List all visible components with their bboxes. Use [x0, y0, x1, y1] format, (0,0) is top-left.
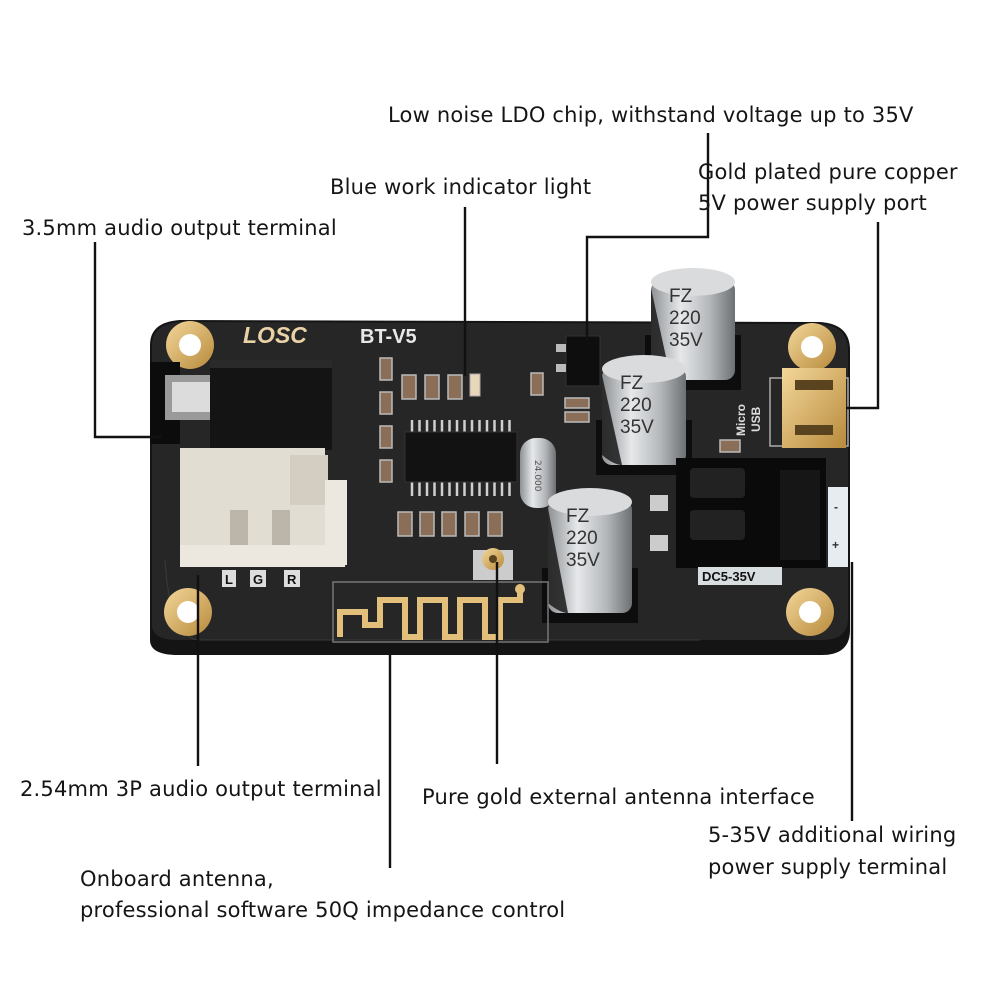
brand-logo: LOSC — [243, 322, 307, 348]
leader-lines — [93, 133, 880, 868]
mounting-hole-icon — [164, 588, 212, 636]
label-audio-254mm: 2.54mm 3P audio output terminal — [20, 777, 382, 801]
mounting-hole-icon — [786, 588, 834, 636]
plus-label: + — [832, 538, 839, 552]
ldo-chip — [565, 335, 601, 387]
capacitor-marking: FZ — [620, 373, 644, 394]
capacitor-marking: 220 — [566, 528, 598, 549]
label-ldo-chip: Low noise LDO chip, withstand voltage up… — [388, 103, 914, 127]
micro-usb-port — [769, 368, 849, 448]
model-label: BT-V5 — [360, 326, 417, 348]
smd-components — [379, 357, 741, 537]
power-terminal-block — [650, 458, 826, 568]
capacitor-marking: 35V — [566, 550, 600, 571]
svg-text:24.000: 24.000 — [532, 460, 542, 492]
label-gold-port-1: Gold plated pure copper — [698, 160, 958, 184]
blue-led-icon — [469, 373, 481, 397]
capacitor-marking: FZ — [669, 286, 693, 307]
micro-label: Micro — [734, 404, 748, 436]
pin-label-l: L — [225, 572, 233, 587]
bluetooth-chip — [404, 420, 518, 496]
label-onboard-1: Onboard antenna, — [80, 867, 274, 891]
pin-label-r: R — [287, 572, 297, 587]
capacitor-marking: 35V — [620, 417, 654, 438]
capacitor-marking: FZ — [566, 506, 590, 527]
label-audio-35mm: 3.5mm audio output terminal — [22, 216, 337, 240]
label-ext-antenna: Pure gold external antenna interface — [422, 785, 815, 809]
crystal-oscillator: 24.000 — [520, 438, 556, 508]
mounting-hole-icon — [788, 323, 836, 371]
mounting-hole-icon — [166, 321, 214, 369]
capacitor-marking: 220 — [669, 308, 701, 329]
minus-label: - — [834, 500, 838, 514]
label-onboard-2: professional software 50Q impedance cont… — [80, 898, 566, 922]
terminal-strip — [828, 487, 848, 567]
label-wiring-2: power supply terminal — [708, 855, 948, 879]
connector-3p-2-54mm — [180, 448, 347, 567]
pin-label-g: G — [253, 572, 263, 587]
dc-voltage-label: DC5-35V — [702, 569, 756, 584]
audio-jack-3-5mm — [150, 360, 332, 450]
capacitor-marking: 35V — [669, 330, 703, 351]
label-blue-indicator: Blue work indicator light — [330, 175, 592, 199]
label-gold-port-2: 5V power supply port — [698, 191, 927, 215]
usb-label: USB — [749, 406, 763, 432]
label-wiring-1: 5-35V additional wiring — [708, 823, 957, 847]
capacitor-marking: 220 — [620, 395, 652, 416]
ipex-antenna-connector — [473, 548, 513, 580]
